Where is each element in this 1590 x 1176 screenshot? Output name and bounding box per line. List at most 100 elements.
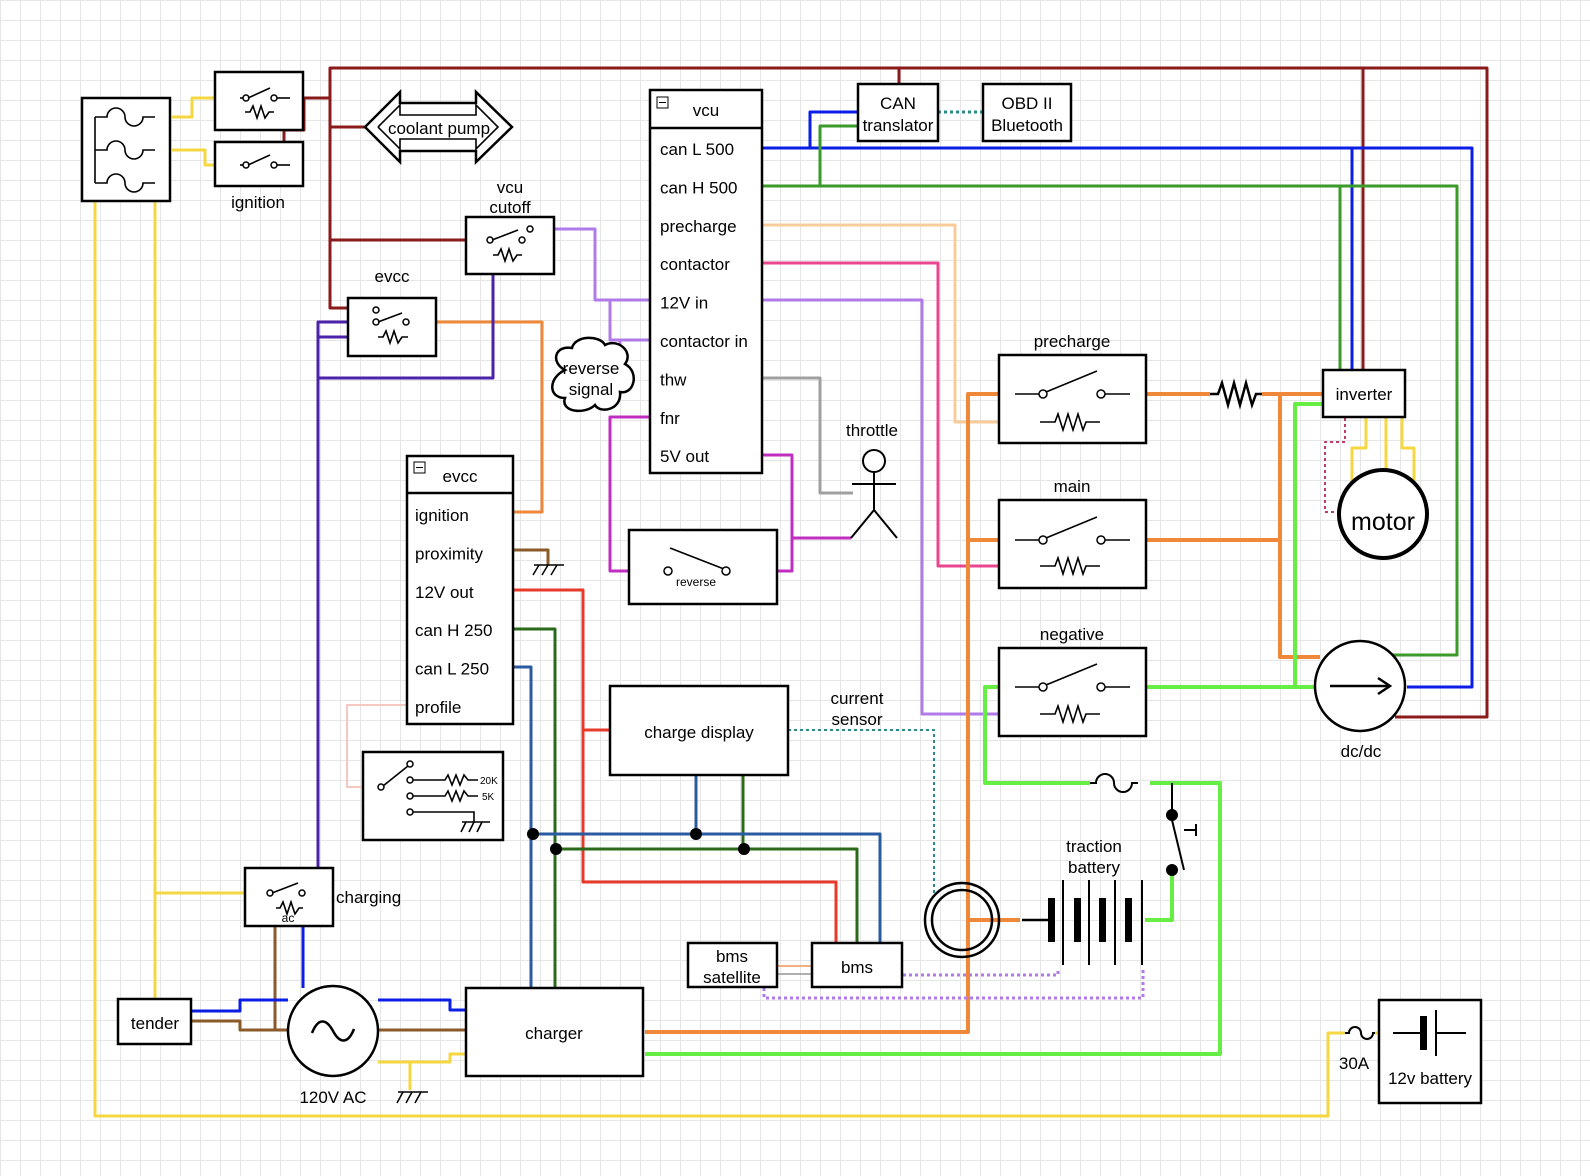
junction-dots [527,828,750,855]
charging-label: charging [336,888,401,907]
obd-bluetooth: OBD II Bluetooth [981,82,1073,143]
bms: bms [810,941,904,989]
motor: motor [1337,468,1429,560]
ground-symbol-proximity [532,564,564,576]
wire-can-high [763,124,1459,657]
ac-source [286,984,380,1078]
evcc-pin-5: profile [415,698,461,717]
current-sensor-label-1: current [831,689,884,708]
evcc-title: evcc [443,467,478,486]
ignition-relay-bottom [213,140,305,188]
charger-label: charger [525,1024,583,1043]
evcc-module: evcc ignition proximity 12V out can H 250 ca… [405,454,515,726]
vcu-pin-2: precharge [660,217,737,236]
hv-fuse [1090,773,1138,793]
wire-profile [346,704,407,788]
obd-label-2: Bluetooth [991,116,1063,135]
obd-label-1: OBD II [1001,94,1052,113]
main-label: main [1054,477,1091,496]
negative-label: negative [1040,625,1104,644]
dcdc-converter [1313,639,1407,733]
reverse-signal-label-1: reverse [563,359,620,378]
coolant-pump: coolant pump [363,88,514,166]
traction-battery [1022,880,1143,965]
link-bms-sense-b [762,968,1145,1000]
vcu-pin-6: thw [660,370,687,389]
inverter-label: inverter [1336,385,1393,404]
can-translator-label-1: CAN [880,94,916,113]
profile-resistor-5k: 5K [482,792,495,803]
reverse-switch-label: reverse [676,575,716,589]
fuse-30a-symbol [1345,1026,1375,1040]
current-sensor-label-2: sensor [831,710,882,729]
wire-evcc-ignition [410,320,544,514]
negative-contactor [997,646,1148,738]
link-bms-sense-a [903,968,1060,977]
throttle-label: throttle [846,421,898,440]
dcdc-label: dc/dc [1341,742,1382,761]
wire-can-l-250 [514,665,882,988]
main-contactor [997,498,1148,590]
reverse-signal-label-2: signal [569,380,613,399]
wire-contactor [763,261,1040,568]
ac-source-label: 120V AC [299,1088,366,1107]
ground-symbol-ac [396,1091,428,1104]
reverse-signal-cloud: reverse signal [551,336,635,413]
ignition-label: ignition [231,193,285,212]
vcu-pin-1: can H 500 [660,178,738,197]
evcc-relay [346,296,438,358]
vcu-pin-7: fnr [660,409,680,428]
vcu-cutoff-label-1: vcu [497,178,523,197]
link-current-sensor [788,729,935,893]
profile-resistor-20k: 20K [480,776,498,787]
vcu-pin-3: contactor [660,255,730,274]
evcc-pin-0: ignition [415,506,469,525]
battery-12v-label: 12v battery [1388,1069,1473,1088]
evcc-pin-3: can H 250 [415,621,493,640]
charge-display-label: charge display [644,723,754,742]
wire-ground [192,548,550,1032]
wire-throttle [763,376,853,495]
reverse-switch: reverse [627,528,779,606]
motor-label: motor [1351,508,1415,536]
profile-selector: 20K 5K [361,750,505,842]
precharge-contactor [997,353,1148,445]
inverter: inverter [1321,368,1407,419]
charging-ac-label: ac [282,911,295,925]
vcu-pin-5: contactor in [660,332,748,351]
bms-satellite: bms satellite [686,941,779,989]
vcu-pin-0: can L 500 [660,140,734,159]
traction-battery-label-2: battery [1068,858,1120,877]
fuse-block [80,96,172,203]
evcc-pin-1: proximity [415,544,484,563]
battery-12v: 12v battery [1377,998,1483,1105]
evcc-pin-2: 12V out [415,583,474,602]
link-motor-inverter [1324,418,1346,513]
wire-can-h-250 [514,627,859,988]
wire-precharge-signal [763,223,1040,424]
precharge-resistor [1210,378,1262,410]
charger: charger [464,986,645,1078]
vcu-cutoff-relay [464,215,556,276]
service-disconnect [1166,783,1197,876]
bms-satellite-label-1: bms [716,947,748,966]
charge-display: charge display [608,684,790,777]
evcc-pin-4: can L 250 [415,660,489,679]
can-translator-label-2: translator [863,116,934,135]
tender-label: tender [131,1014,180,1033]
vcu-pin-8: 5V out [660,447,709,466]
bms-satellite-label-2: satellite [703,968,761,987]
coolant-pump-label: coolant pump [388,119,490,138]
vcu-title: vcu [693,101,719,120]
evcc-relay-label: evcc [375,267,410,286]
bms-label: bms [841,958,873,977]
throttle-figure [850,449,898,539]
can-translator: CAN translator [856,82,940,143]
charging-relay: ac [243,866,335,928]
tender: tender [116,997,193,1046]
wire-hv-positive [645,392,1323,1034]
wire-evcc-12v [514,588,838,943]
current-sensor-ring [923,881,1001,959]
vcu-cutoff-label-2: cutoff [489,198,531,217]
